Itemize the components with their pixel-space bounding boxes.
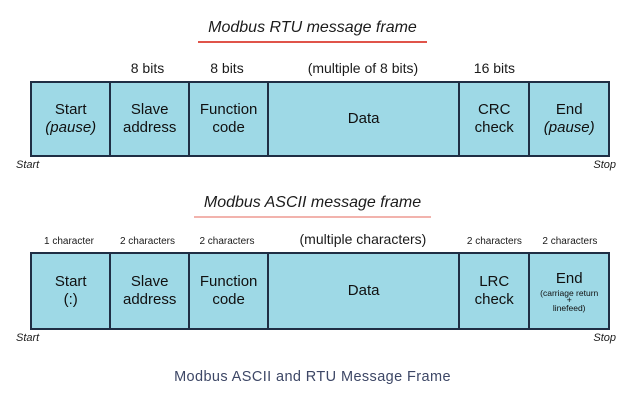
ascii-size-label-data: (multiple characters)	[299, 231, 427, 247]
ascii-frame-boxes: Start (:) Slave address Function code Da…	[30, 252, 610, 330]
ascii-endpoints: Start Stop	[16, 332, 616, 344]
modbus-frame-diagram: Modbus RTU message frame 8 bits 8 bits (…	[0, 19, 625, 385]
ascii-box-end-label: End	[555, 269, 583, 287]
rtu-box-start: Start (pause)	[32, 83, 110, 155]
ascii-box-function-code: Function code	[187, 254, 268, 328]
ascii-box-end: End (carriage return + linefeed)	[528, 254, 608, 328]
ascii-box-start-sublabel: (:)	[63, 291, 78, 308]
rtu-title-text: Modbus RTU message frame	[198, 19, 427, 43]
rtu-box-slave-line1: Slave	[130, 101, 169, 118]
ascii-box-function-line2: code	[212, 291, 245, 308]
ascii-box-function-line1: Function	[199, 273, 258, 290]
ascii-size-label-end: 2 characters	[542, 236, 598, 247]
rtu-size-label-function: 8 bits	[210, 60, 244, 76]
rtu-endpoints: Start Stop	[16, 159, 616, 171]
rtu-bar: 8 bits 8 bits (multiple of 8 bits) 16 bi…	[30, 56, 610, 157]
rtu-box-function-line1: Function	[199, 101, 258, 118]
ascii-box-lrc-line1: LRC	[479, 273, 510, 290]
ascii-box-slave-line2: address	[123, 291, 177, 308]
rtu-box-start-label: Start	[54, 101, 87, 118]
rtu-box-data: Data	[267, 83, 458, 155]
figure-caption: Modbus ASCII and RTU Message Frame	[174, 369, 451, 385]
rtu-box-end: End (pause)	[528, 83, 608, 155]
ascii-box-end-plus: +	[566, 294, 572, 305]
rtu-box-start-sublabel: (pause)	[45, 119, 97, 136]
ascii-size-labels: 1 character 2 characters 2 characters (m…	[30, 227, 610, 247]
ascii-box-start: Start (:)	[32, 254, 110, 328]
ascii-size-label-slave: 2 characters	[119, 236, 175, 247]
ascii-box-data: Data	[267, 254, 458, 328]
rtu-frame-section: Modbus RTU message frame 8 bits 8 bits (…	[0, 19, 625, 171]
rtu-box-crc-line2: check	[474, 119, 514, 136]
rtu-box-function-line2: code	[212, 119, 245, 136]
rtu-stop-marker: Stop	[593, 159, 616, 171]
ascii-title-text: Modbus ASCII message frame	[193, 194, 432, 218]
rtu-box-function-code: Function code	[187, 83, 268, 155]
rtu-box-slave-line2: address	[123, 119, 177, 136]
ascii-box-start-label: Start	[54, 273, 87, 290]
rtu-frame-title: Modbus RTU message frame	[0, 19, 625, 43]
rtu-frame-boxes: Start (pause) Slave address Function cod…	[30, 81, 610, 157]
rtu-box-crc-line1: CRC	[477, 101, 511, 118]
rtu-box-slave-address: Slave address	[109, 83, 188, 155]
ascii-start-marker: Start	[16, 332, 40, 344]
ascii-box-slave-address: Slave address	[109, 254, 188, 328]
rtu-size-label-crc: 16 bits	[473, 60, 516, 76]
ascii-box-lrc-line2: check	[474, 291, 514, 308]
rtu-size-label-data: (multiple of 8 bits)	[307, 60, 419, 76]
ascii-stop-marker: Stop	[593, 332, 616, 344]
rtu-box-crc-check: CRC check	[457, 83, 529, 155]
rtu-size-label-slave: 8 bits	[130, 60, 165, 76]
ascii-box-end-lf: linefeed)	[552, 302, 586, 313]
ascii-box-end-cr: (carriage return	[540, 287, 599, 298]
ascii-box-lrc-check: LRC check	[457, 254, 529, 328]
ascii-size-label-lrc: 2 characters	[466, 236, 522, 247]
ascii-frame-section: Modbus ASCII message frame 1 character 2…	[0, 194, 625, 344]
ascii-box-data-label: Data	[347, 282, 380, 299]
ascii-box-slave-line1: Slave	[130, 273, 169, 290]
rtu-size-labels: 8 bits 8 bits (multiple of 8 bits) 16 bi…	[30, 56, 610, 76]
rtu-box-end-sublabel: (pause)	[543, 119, 595, 136]
ascii-size-label-function: 2 characters	[199, 236, 255, 247]
rtu-start-marker: Start	[16, 159, 40, 171]
ascii-size-label-start: 1 character	[43, 236, 95, 247]
rtu-box-end-label: End	[555, 101, 583, 118]
ascii-frame-title: Modbus ASCII message frame	[0, 194, 625, 218]
ascii-bar: 1 character 2 characters 2 characters (m…	[30, 227, 610, 330]
rtu-box-data-label: Data	[347, 110, 380, 127]
